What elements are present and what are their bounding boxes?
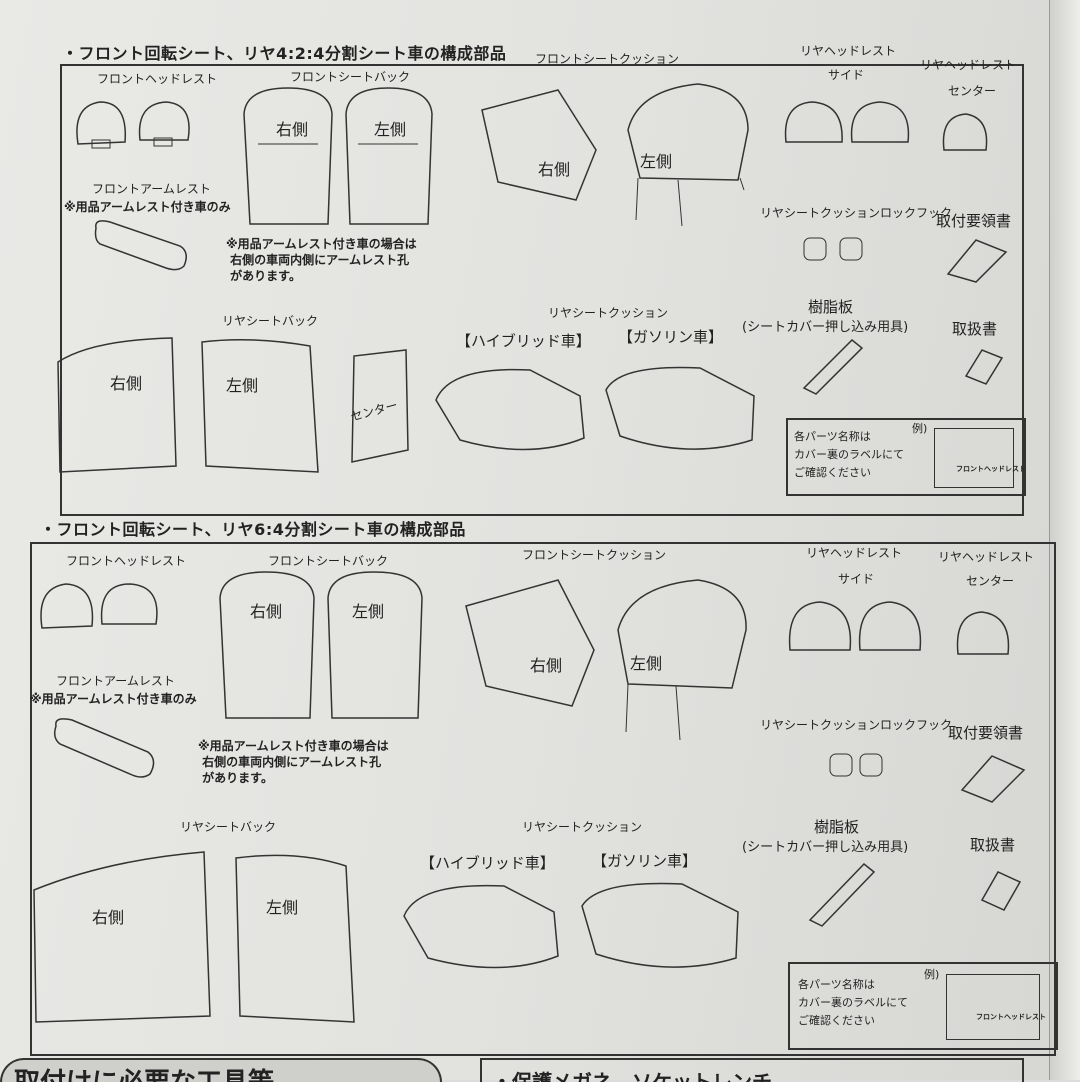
s2-example-label-sample xyxy=(946,974,1040,1040)
s2-lock-hook-label: リヤシートクッションロックフック xyxy=(760,718,953,732)
s1-front-cushion-right: 右側 xyxy=(538,160,571,179)
s2-example-tag: フロントヘッドレスト xyxy=(976,1013,1046,1021)
s2-front-seat-back-label: フロントシートバック xyxy=(268,554,389,568)
s1-rear-headrest-center-sub: センター xyxy=(948,84,997,98)
s1-armrest-note: ※用品アームレスト付き車のみ xyxy=(64,200,231,214)
s1-rear-headrest-center-label: リヤヘッドレスト xyxy=(920,58,1017,72)
section1-frame xyxy=(60,64,1024,516)
s2-front-headrest-drawing xyxy=(40,583,158,629)
s1-resin-plate-sub: (シートカバー押し込み用具) xyxy=(742,320,909,335)
s2-example-label: 例) xyxy=(924,968,940,981)
s1-rear-headrest-side-label: リヤヘッドレスト xyxy=(800,44,897,58)
s2-install-manual-label: 取付要領書 xyxy=(948,724,1024,742)
footer-right-box: ・保護メガネ、ソケットレンチ xyxy=(480,1058,1024,1082)
s2-example-box xyxy=(788,962,1058,1050)
section2-frame xyxy=(30,542,1056,1056)
s2-rear-headrest-side-label: リヤヘッドレスト xyxy=(806,546,903,560)
s1-example-label-sample xyxy=(934,428,1014,488)
s2-gasoline-label: 【ガソリン車】 xyxy=(592,852,698,870)
s2-front-armrest-drawing xyxy=(53,718,155,778)
s1-handling-manual-label: 取扱書 xyxy=(952,320,998,338)
s2-rear-seat-cushion-drawing xyxy=(403,882,739,969)
s2-hybrid-label: 【ハイブリッド車】 xyxy=(420,854,555,872)
s1-example-text: 各パーツ名称は カバー裏のラベルにて ご確認ください xyxy=(794,430,904,479)
footer-tools-heading: 取付けに必要な工具等 xyxy=(14,1062,274,1082)
s1-front-headrest-drawing xyxy=(76,101,190,149)
s1-front-armrest-label: フロントアームレスト xyxy=(92,182,211,196)
s2-front-cushion-right: 右側 xyxy=(530,656,563,675)
s1-install-manual-label: 取付要領書 xyxy=(936,212,1012,230)
s1-hybrid-label: 【ハイブリッド車】 xyxy=(456,332,591,350)
s1-front-back-right: 右側 xyxy=(276,120,309,139)
s2-front-headrest-label: フロントヘッドレスト xyxy=(66,554,187,568)
s1-rear-headrest-side-sub: サイド xyxy=(828,68,865,82)
s1-rear-seat-cushion-label: リヤシートクッション xyxy=(548,306,669,320)
s2-armrest-hole-note: ※用品アームレスト付き車の場合は 右側の車両内側にアームレスト孔 があります。 xyxy=(198,739,389,785)
section1-title: ・フロント回転シート、リヤ4:2:4分割シート車の構成部品 xyxy=(62,44,507,63)
s2-front-seat-cushion-drawing xyxy=(465,579,747,741)
s2-resin-plate-sub: (シートカバー押し込み用具) xyxy=(742,840,909,855)
s1-lock-hook-drawing xyxy=(803,237,1008,283)
s1-example-label: 例) xyxy=(912,422,928,435)
s2-front-back-right: 右側 xyxy=(250,602,283,621)
s1-front-seat-cushion-label: フロントシートクッション xyxy=(535,52,680,66)
s1-armrest-hole-note: ※用品アームレスト付き車の場合は 右側の車両内側にアームレスト孔 があります。 xyxy=(226,237,417,283)
s1-rear-seat-back-drawing xyxy=(57,337,409,473)
s1-front-seat-back-label: フロントシートバック xyxy=(290,70,411,84)
s2-front-armrest-label: フロントアームレスト xyxy=(56,674,175,688)
s2-resin-plate-drawing xyxy=(808,862,1022,927)
s2-resin-plate-label: 樹脂板 xyxy=(814,818,860,836)
footer-tools-heading-box: 取付けに必要な工具等 xyxy=(0,1058,442,1082)
s2-lock-hook-drawing xyxy=(829,753,1026,803)
section2-title: ・フロント回転シート、リヤ6:4分割シート車の構成部品 xyxy=(40,520,466,539)
s2-rear-headrest-drawing xyxy=(788,601,1010,655)
s1-example-tag: フロントヘッドレスト xyxy=(956,465,1026,473)
s2-handling-manual-label: 取扱書 xyxy=(970,836,1016,854)
s1-front-armrest-drawing xyxy=(94,220,187,271)
s1-front-back-left: 左側 xyxy=(374,120,407,139)
s2-rear-back-right: 右側 xyxy=(92,908,125,927)
s2-example-text: 各パーツ名称は カバー裏のラベルにて ご確認ください xyxy=(798,978,908,1027)
s1-rear-seat-back-label: リヤシートバック xyxy=(222,314,319,328)
s2-armrest-note: ※用品アームレスト付き車のみ xyxy=(30,692,197,706)
s2-rear-headrest-center-sub: センター xyxy=(966,574,1015,588)
s2-rear-back-left: 左側 xyxy=(266,898,299,917)
s2-rear-seat-back-drawing xyxy=(33,851,355,1023)
s1-front-headrest-label: フロントヘッドレスト xyxy=(97,72,218,86)
s2-front-seat-cushion-label: フロントシートクッション xyxy=(522,548,667,562)
s2-rear-seat-cushion-label: リヤシートクッション xyxy=(522,820,643,834)
s1-resin-plate-label: 樹脂板 xyxy=(808,298,854,316)
s1-rear-seat-cushion-drawing xyxy=(435,366,755,451)
s1-front-seat-back-drawing xyxy=(243,87,433,225)
s1-gasoline-label: 【ガソリン車】 xyxy=(618,328,724,346)
s1-resin-plate-drawing xyxy=(802,338,1004,395)
s1-front-seat-cushion-drawing xyxy=(481,83,749,227)
s2-front-seat-back-drawing xyxy=(219,571,423,719)
s2-rear-headrest-center-label: リヤヘッドレスト xyxy=(938,550,1035,564)
s1-rear-back-left: 左側 xyxy=(226,376,259,395)
s1-rear-headrest-drawing xyxy=(784,101,988,151)
s2-rear-seat-back-label: リヤシートバック xyxy=(180,820,277,834)
s2-front-back-left: 左側 xyxy=(352,602,385,621)
footer-right-text: ・保護メガネ、ソケットレンチ xyxy=(492,1070,772,1082)
s1-front-cushion-left: 左側 xyxy=(640,152,673,171)
s1-lock-hook-label: リヤシートクッションロックフック xyxy=(760,206,953,220)
s1-example-box xyxy=(786,418,1026,496)
s2-rear-headrest-side-sub: サイド xyxy=(838,572,875,586)
s2-front-cushion-left: 左側 xyxy=(630,654,663,673)
s1-rear-back-right: 右側 xyxy=(110,374,143,393)
